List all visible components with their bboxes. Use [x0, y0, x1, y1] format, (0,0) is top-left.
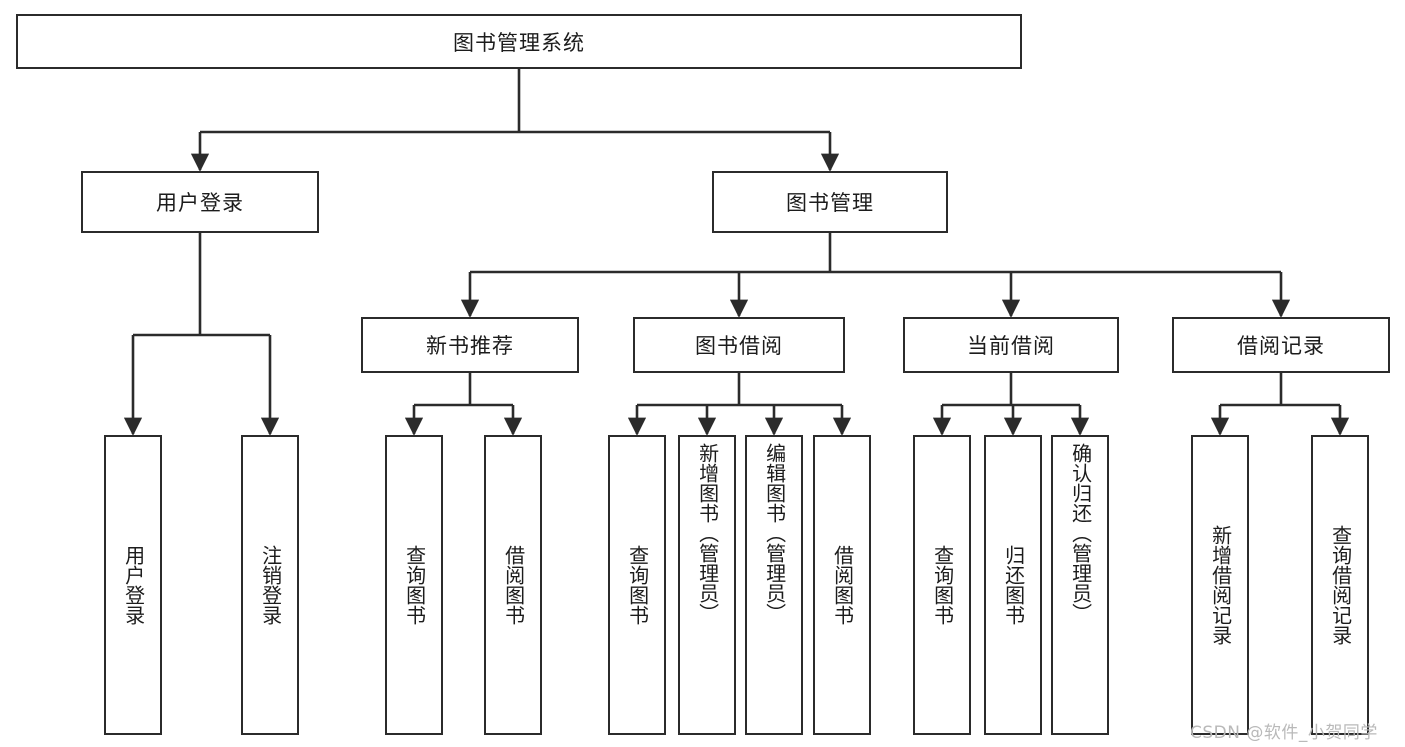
node-label: 新增图书（管理员） — [695, 443, 720, 623]
node-label: 查询图书 — [402, 545, 427, 625]
node-label: 用户登录 — [121, 545, 146, 625]
node-label: 借阅图书 — [501, 545, 526, 625]
node-current-borrow[interactable]: 当前借阅 — [903, 317, 1119, 373]
node-leaf-user-logout[interactable]: 注销登录 — [241, 435, 299, 735]
edge-paths — [123, 69, 1350, 436]
node-label: 查询图书 — [930, 545, 955, 625]
node-label: 编辑图书（管理员） — [762, 443, 787, 623]
node-leaf-query-book-3[interactable]: 查询图书 — [913, 435, 971, 735]
node-label: 注销登录 — [258, 545, 283, 625]
node-leaf-edit-book[interactable]: 编辑图书（管理员） — [745, 435, 803, 735]
node-book-borrow[interactable]: 图书借阅 — [633, 317, 845, 373]
node-label: 借阅图书 — [830, 545, 855, 625]
node-leaf-add-book[interactable]: 新增图书（管理员） — [678, 435, 736, 735]
node-label: 新书推荐 — [426, 334, 514, 358]
node-label: 用户登录 — [156, 191, 244, 215]
node-label: 归还图书 — [1001, 545, 1026, 625]
node-leaf-confirm-return[interactable]: 确认归还（管理员） — [1051, 435, 1109, 735]
node-label: 图书管理系统 — [453, 30, 585, 55]
node-leaf-user-login[interactable]: 用户登录 — [104, 435, 162, 735]
node-label: 查询图书 — [625, 545, 650, 625]
node-leaf-query-record[interactable]: 查询借阅记录 — [1311, 435, 1369, 735]
node-leaf-borrow-book-1[interactable]: 借阅图书 — [484, 435, 542, 735]
node-label: 新增借阅记录 — [1208, 525, 1233, 645]
node-root[interactable]: 图书管理系统 — [16, 14, 1022, 69]
node-label: 图书借阅 — [695, 334, 783, 358]
node-leaf-add-record[interactable]: 新增借阅记录 — [1191, 435, 1249, 735]
node-leaf-return-book[interactable]: 归还图书 — [984, 435, 1042, 735]
node-borrow-record[interactable]: 借阅记录 — [1172, 317, 1390, 373]
node-label: 当前借阅 — [967, 334, 1055, 358]
node-label: 借阅记录 — [1237, 334, 1325, 358]
node-book-manage[interactable]: 图书管理 — [712, 171, 948, 233]
node-label: 确认归还（管理员） — [1068, 443, 1093, 623]
node-leaf-borrow-book-2[interactable]: 借阅图书 — [813, 435, 871, 735]
node-leaf-query-book-2[interactable]: 查询图书 — [608, 435, 666, 735]
node-label: 查询借阅记录 — [1328, 525, 1353, 645]
node-new-book-recommend[interactable]: 新书推荐 — [361, 317, 579, 373]
node-leaf-query-book-1[interactable]: 查询图书 — [385, 435, 443, 735]
node-user-login[interactable]: 用户登录 — [81, 171, 319, 233]
node-label: 图书管理 — [786, 191, 874, 215]
watermark-csdn: CSDN @软件_小贺同学 — [1190, 723, 1378, 743]
